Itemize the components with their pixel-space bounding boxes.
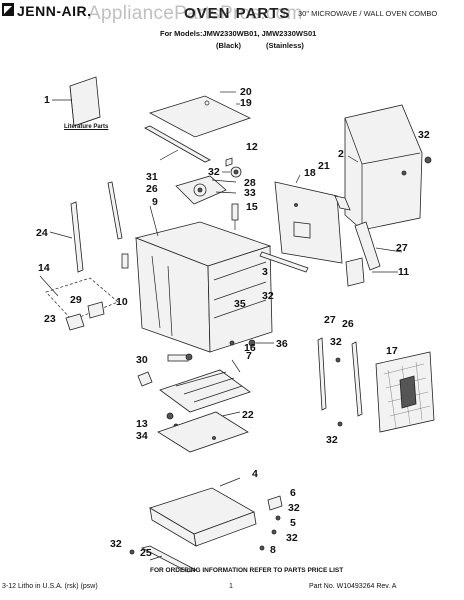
small-bracket-8: [137, 371, 153, 387]
part-number: Part No. W10493264 Rev. A: [309, 583, 397, 590]
ordering-info: FOR ORDERING INFORMATION REFER TO PARTS …: [150, 567, 344, 574]
side-rail-left: [70, 201, 84, 273]
callout-8: 8: [270, 544, 276, 556]
callout-25: 25: [140, 547, 152, 559]
callout-18: 18: [304, 167, 316, 179]
callout-3: 3: [262, 266, 268, 278]
callout-26: 26: [146, 183, 158, 195]
page-title: OVEN PARTS: [184, 5, 291, 22]
callout-33: 33: [244, 187, 256, 199]
callout-11: 11: [398, 266, 410, 278]
callout-5: 5: [290, 517, 296, 529]
rear-outer-wrap: [344, 104, 432, 231]
jenn-air-logo-icon: [2, 3, 14, 16]
callout-35: 35: [234, 298, 246, 310]
callout-32-lower: 32: [326, 434, 338, 446]
watermark-text: AppliancePartsPros.com: [88, 3, 303, 24]
page-number: 1: [229, 583, 233, 590]
mounting-bracket: [334, 195, 351, 211]
callout-32-fan: 32: [208, 166, 220, 178]
broil-element-tray: [159, 369, 251, 413]
side-rail-right-1: [317, 337, 327, 411]
hinge-receiver: [167, 353, 193, 362]
callout-27-rail: 27: [324, 314, 336, 326]
literature-parts-label: Literature Parts: [64, 124, 109, 130]
callout-17: 17: [386, 345, 398, 357]
side-rail-left-upper: [107, 181, 123, 240]
callout-12: 12: [246, 141, 258, 153]
control-components-box: [45, 277, 119, 331]
insulation-strip: [354, 221, 381, 271]
side-trim-strip: [259, 251, 309, 273]
callout-26-rail: 26: [342, 318, 354, 330]
front-trim-strip: [144, 125, 211, 163]
side-rail-right-2: [351, 341, 363, 417]
product-subtitle: 30" MICROWAVE / WALL OVEN COMBO: [298, 9, 438, 18]
callout-23: 23: [44, 313, 56, 325]
oven-cavity: [134, 221, 273, 353]
callout-36: 36: [276, 338, 288, 350]
callout-10: 10: [116, 296, 128, 308]
screw-36: [248, 339, 256, 347]
bottom-pan: [149, 487, 257, 547]
screw-16: [229, 340, 235, 346]
callout-14: 14: [38, 262, 50, 274]
callout-24: 24: [36, 227, 48, 239]
variant-black: (Black): [216, 41, 242, 50]
rear-heat-panel: [274, 181, 343, 264]
callout-32-rail: 32: [330, 336, 342, 348]
callout-34: 34: [136, 430, 148, 442]
callout-7: 7: [246, 350, 252, 362]
callout-30: 30: [136, 354, 148, 366]
callout-2: 2: [338, 148, 344, 160]
callout-13: 13: [136, 418, 148, 430]
callout-32-side: 32: [262, 290, 274, 302]
callout-4: 4: [252, 468, 258, 480]
literature-parts-booklet: [69, 76, 101, 127]
hinge-clip: [267, 495, 283, 511]
callout-32: 32: [418, 129, 430, 141]
convection-element-bracket: [175, 175, 227, 205]
callout-21: 21: [318, 160, 330, 172]
callout-20: 20: [240, 86, 252, 98]
bake-element-tray: [157, 411, 249, 453]
vent-cover: [121, 253, 129, 269]
callout-1: 1: [44, 94, 50, 106]
callout-9: 9: [152, 196, 158, 208]
callout-28: 28: [244, 177, 256, 189]
callout-32-hinge: 32: [288, 502, 300, 514]
callout-22: 22: [242, 409, 254, 421]
callout-16: 16: [244, 342, 256, 354]
temperature-probe: [231, 203, 239, 230]
front-bottom-trim: [140, 545, 198, 573]
side-bracket: [345, 257, 365, 287]
callout-32-trim: 32: [110, 538, 122, 550]
callout-27: 27: [396, 242, 408, 254]
callout-32-bottom: 32: [286, 532, 298, 544]
models-line: For Models:JMW2330WB01, JMW2330WS01: [160, 29, 317, 38]
callout-6: 6: [290, 487, 296, 499]
fan-assembly: [225, 157, 242, 178]
callout-19: 19: [240, 97, 252, 109]
screw-13: [166, 412, 174, 420]
callout-29: 29: [70, 294, 82, 306]
variant-stainless: (Stainless): [266, 41, 304, 50]
callout-15: 15: [246, 201, 258, 213]
top-panel: [148, 95, 252, 138]
litho-info: 3-12 Litho in U.S.A. (rsk) (psw): [2, 583, 98, 590]
callout-31: 31: [146, 171, 158, 183]
oven-rack: [375, 351, 435, 433]
brand-name: JENN-AIR.: [17, 3, 92, 19]
